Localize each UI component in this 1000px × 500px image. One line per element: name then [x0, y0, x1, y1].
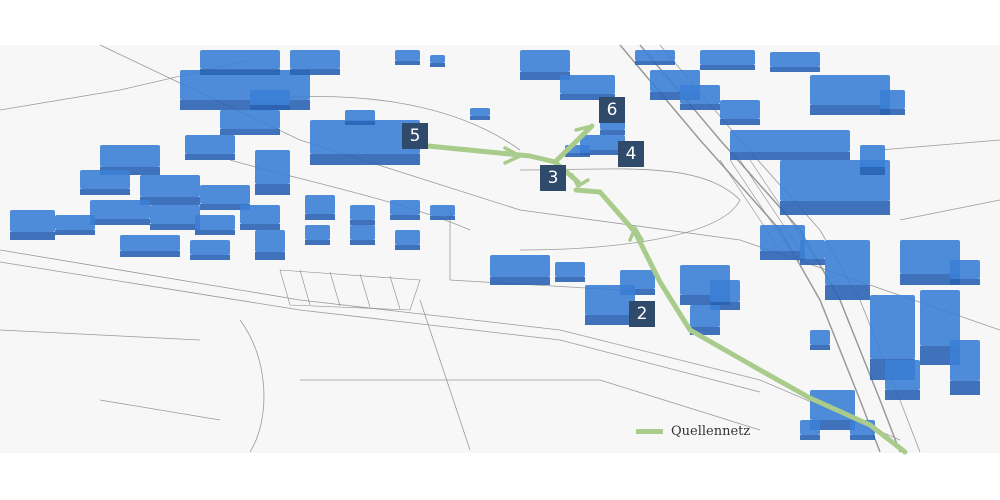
building: [200, 185, 250, 210]
building: [195, 215, 235, 235]
building: [950, 260, 980, 285]
building: [140, 175, 200, 205]
building: [180, 70, 310, 110]
building: [190, 240, 230, 260]
building: [395, 50, 420, 65]
building: [620, 270, 655, 295]
building: [900, 240, 960, 285]
building: [290, 50, 340, 75]
building: [520, 50, 570, 80]
building: [345, 110, 375, 125]
building: [350, 205, 375, 225]
building: [10, 210, 55, 240]
building: [220, 110, 280, 135]
building: [250, 90, 290, 110]
building: [635, 50, 675, 65]
building: [730, 130, 850, 160]
building: [430, 55, 445, 67]
building: [90, 200, 150, 225]
buildings-3d: [10, 50, 980, 440]
building: [580, 135, 625, 155]
building: [680, 85, 720, 110]
marker-5[interactable]: 5: [402, 123, 428, 149]
hatched-rail-area: [279, 159, 811, 311]
building: [350, 225, 375, 245]
building: [395, 230, 420, 250]
building: [560, 75, 615, 100]
building: [310, 120, 420, 165]
building: [255, 150, 290, 195]
building: [860, 145, 885, 175]
building: [150, 205, 200, 230]
building: [700, 50, 755, 70]
building: [810, 330, 830, 350]
building: [55, 215, 95, 235]
building: [305, 195, 335, 220]
building: [390, 200, 420, 220]
building: [200, 50, 280, 75]
building: [800, 420, 820, 440]
marker-3[interactable]: 3: [540, 165, 566, 191]
building: [240, 205, 280, 230]
legend-label: Quellennetz: [671, 424, 751, 439]
marker-6[interactable]: 6: [599, 97, 625, 123]
building: [880, 90, 905, 115]
building: [720, 100, 760, 125]
building: [690, 305, 720, 335]
map-legend: Quellennetz: [636, 424, 750, 439]
building: [885, 360, 920, 400]
marker-2[interactable]: 2: [629, 301, 655, 327]
building: [770, 52, 820, 72]
building: [760, 225, 805, 260]
building: [255, 230, 285, 260]
building: [430, 205, 455, 220]
building: [305, 225, 330, 245]
building: [800, 240, 825, 265]
building: [950, 340, 980, 395]
building: [100, 145, 160, 175]
legend-swatch-route: [636, 429, 663, 434]
building: [120, 235, 180, 257]
building: [585, 285, 635, 325]
building: [810, 75, 890, 115]
marker-4[interactable]: 4: [618, 141, 644, 167]
building: [80, 170, 130, 195]
building: [470, 108, 490, 120]
building: [185, 135, 235, 160]
building: [555, 262, 585, 282]
building: [490, 255, 550, 285]
building: [825, 240, 870, 300]
building: [710, 280, 740, 310]
